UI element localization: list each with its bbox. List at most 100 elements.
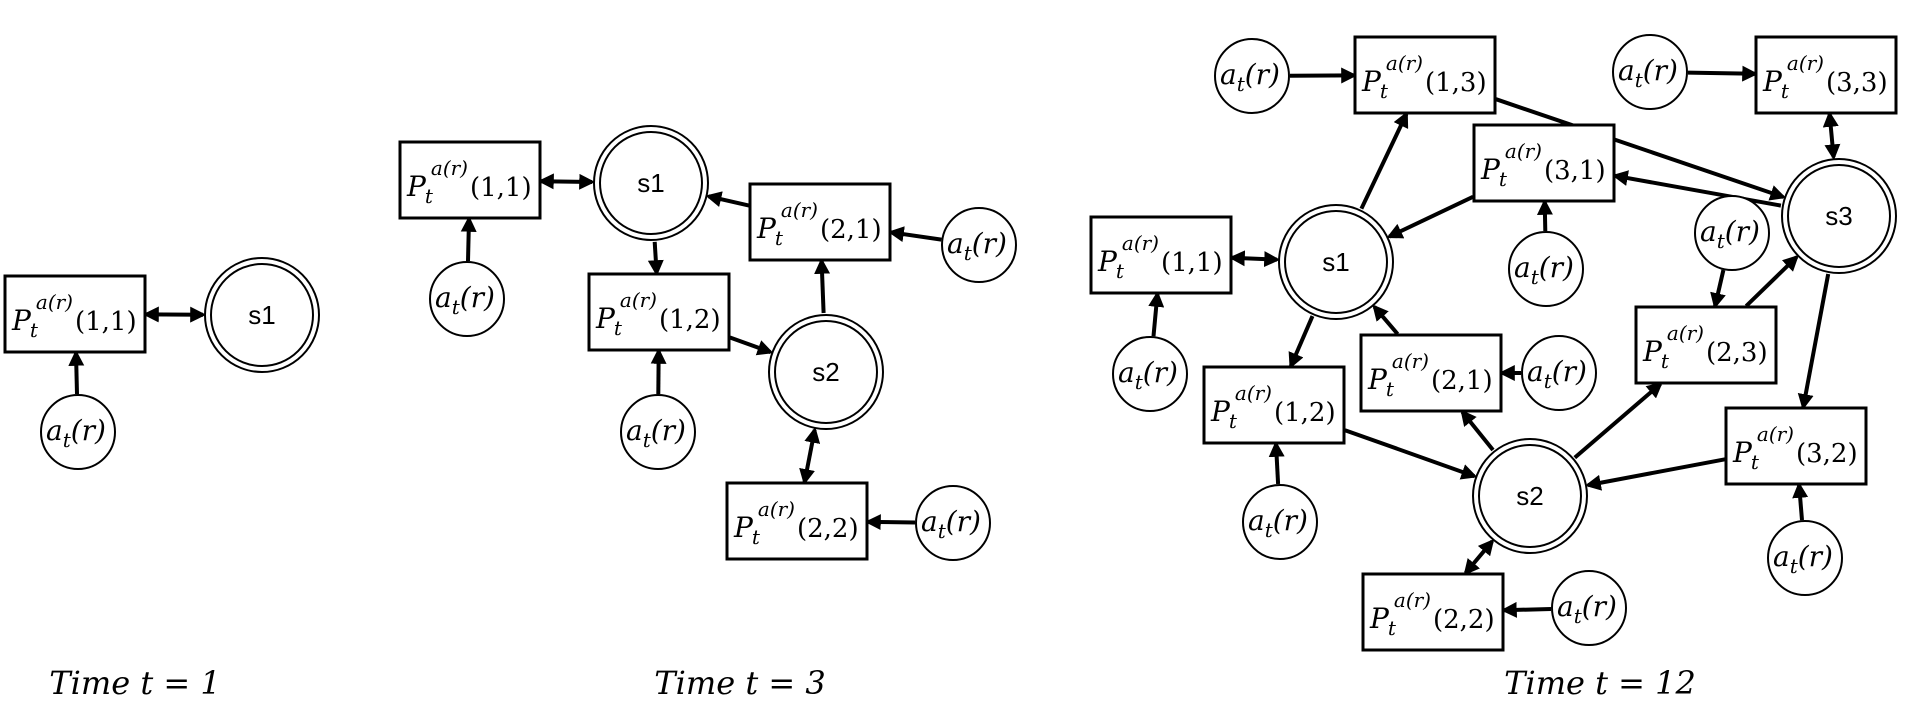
state-outer-ring (593, 125, 709, 241)
state-node-s1: s1 (204, 257, 320, 373)
prob-box-3-3: Pta(r)(3,3) (1754, 35, 1898, 115)
prob-box-frame (1359, 333, 1503, 413)
action-circle (915, 485, 991, 561)
action-label: at(r) (947, 227, 1007, 265)
edge-arrow (1148, 290, 1165, 337)
panel-caption: Time t = 3 (654, 664, 825, 702)
prob-box-label: Pta(r)(1,1) (1097, 231, 1223, 283)
action-label: at(r) (1557, 590, 1617, 628)
prob-box-frame (1089, 215, 1233, 295)
action-circle (941, 207, 1017, 283)
edge-arrow (1611, 170, 1782, 208)
state-inner-ring (1787, 164, 1891, 268)
action-node: at(r) (1521, 335, 1597, 411)
action-node: at(r) (941, 207, 1017, 283)
prob-box-label: Pta(r)(2,3) (1642, 321, 1768, 373)
action-label: at(r) (1514, 251, 1574, 289)
edge-arrow (1710, 269, 1726, 310)
state-node-s3: s3 (1781, 158, 1897, 274)
action-circle (1508, 231, 1584, 307)
edge-arrow (1463, 538, 1495, 576)
action-node: at(r) (1242, 484, 1318, 560)
state-outer-ring (768, 314, 884, 430)
action-circle (1551, 570, 1627, 646)
action-node: at(r) (1508, 231, 1584, 307)
action-label: at(r) (626, 414, 686, 452)
prob-box-frame (1754, 35, 1898, 115)
state-outer-ring (204, 257, 320, 373)
edge-arrow (1687, 65, 1759, 82)
state-label: s2 (1516, 481, 1543, 511)
edge-arrow (1797, 273, 1831, 411)
prob-box-2-1: Pta(r)(2,1) (1359, 333, 1503, 413)
prob-box-3-2: Pta(r)(3,2) (1724, 406, 1868, 486)
nodes-layer: Pta(r)(1,1) s1 at(r) Pta(r)(1,1) Pta(r)(1,2)… (3, 34, 1898, 652)
prob-box-label: Pta(r)(1,2) (595, 288, 721, 340)
prob-box-frame (587, 272, 731, 352)
prob-box-2-1: Pta(r)(2,1) (748, 182, 892, 262)
edge-arrow (1536, 198, 1553, 232)
action-label: at(r) (1118, 356, 1178, 394)
state-inner-ring (1478, 444, 1582, 548)
edge-arrow (814, 257, 831, 314)
edge-arrow (1744, 254, 1799, 308)
action-circle (40, 394, 116, 470)
edge-arrow (537, 173, 596, 190)
edge-arrow (1822, 110, 1841, 161)
action-node: at(r) (1551, 570, 1627, 646)
prob-box-label: Pta(r)(2,2) (1369, 588, 1495, 640)
prob-box-frame (1724, 406, 1868, 486)
edge-arrow (1792, 481, 1809, 521)
state-node-s1: s1 (593, 125, 709, 241)
action-label: at(r) (1248, 504, 1308, 542)
action-label: at(r) (1773, 540, 1833, 578)
prob-box-frame (725, 481, 869, 561)
action-node: at(r) (1694, 195, 1770, 271)
state-label: s1 (1322, 247, 1349, 277)
action-circle (1694, 195, 1770, 271)
action-label: at(r) (921, 505, 981, 543)
edge-arrow (1359, 111, 1409, 210)
edge-arrow (705, 191, 750, 208)
edges-layer (68, 65, 1841, 618)
state-label: s1 (248, 300, 275, 330)
edge-arrow (1386, 194, 1474, 239)
state-outer-ring (1472, 438, 1588, 554)
edge-arrow (729, 335, 774, 356)
edge-arrow (1584, 457, 1726, 491)
prob-box-frame (1202, 365, 1346, 445)
prob-box-label: Pta(r)(2,1) (1367, 349, 1493, 401)
prob-box-1-1: Pta(r)(1,1) (398, 140, 542, 220)
state-label: s2 (812, 357, 839, 387)
edge-arrow (799, 426, 821, 486)
prob-box-frame (3, 274, 147, 354)
prob-box-label: Pta(r)(1,2) (1210, 381, 1336, 433)
edge-arrow (1228, 250, 1281, 268)
state-label: s1 (637, 168, 664, 198)
action-label: at(r) (46, 414, 106, 452)
prob-box-frame (1353, 35, 1497, 115)
prob-box-2-2: Pta(r)(2,2) (725, 481, 869, 561)
prob-box-label: Pta(r)(1,3) (1361, 51, 1487, 103)
state-node-s2: s2 (1472, 438, 1588, 554)
action-circle (620, 394, 696, 470)
prob-box-label: Pta(r)(3,1) (1480, 139, 1606, 191)
state-inner-ring (774, 320, 878, 424)
action-label: at(r) (435, 281, 495, 319)
prob-box-3-1: Pta(r)(3,1) (1472, 123, 1616, 203)
action-label: at(r) (1618, 54, 1678, 92)
prob-box-frame (1361, 572, 1505, 652)
action-node: at(r) (40, 394, 116, 470)
state-inner-ring (1284, 210, 1388, 314)
edge-arrow (68, 349, 85, 395)
panel-caption: Time t = 12 (1504, 664, 1696, 702)
panel-caption: Time t = 1 (49, 664, 220, 702)
edge-arrow (864, 514, 916, 531)
edge-arrow (1495, 97, 1787, 201)
action-label: at(r) (1700, 215, 1760, 253)
action-circle (1242, 484, 1318, 560)
prob-box-1-1: Pta(r)(1,1) (1089, 215, 1233, 295)
action-node: at(r) (1767, 520, 1843, 596)
prob-box-1-2: Pta(r)(1,2) (587, 272, 731, 352)
action-circle (1612, 34, 1688, 110)
